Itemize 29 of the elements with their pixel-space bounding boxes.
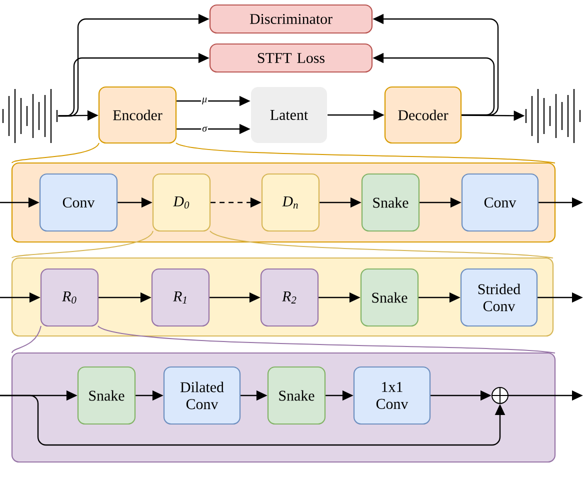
- residual-box: R$_{1}$: [151, 268, 210, 327]
- conv-box: 1x1 Conv: [353, 366, 431, 425]
- conv-box: Conv: [39, 173, 118, 232]
- decoder-box: Decoder: [384, 86, 462, 144]
- conv-box: Strided Conv: [460, 268, 538, 327]
- loss-box: STFT Loss: [209, 43, 373, 73]
- encoder-box: Encoder: [98, 86, 177, 144]
- conv-box: Conv: [461, 173, 539, 232]
- connector-line: [98, 326, 556, 354]
- snake-box: Snake: [77, 366, 136, 425]
- connector-line: [12, 230, 154, 258]
- connector-line: [210, 230, 554, 258]
- conv-box: Dilated Conv: [163, 366, 241, 425]
- block-box: D$_{0}$: [152, 173, 211, 232]
- sum-circle: [492, 387, 508, 404]
- snake-box: Snake: [360, 268, 419, 327]
- connector-line: [176, 142, 556, 164]
- waveform-drawing: [525, 89, 581, 143]
- snake-box: Snake: [267, 366, 326, 425]
- latent-box: Latent: [251, 87, 327, 143]
- block-box: D$_{n}$: [261, 173, 320, 232]
- snake-box: Snake: [361, 173, 420, 232]
- loss-box: Discriminator: [209, 4, 373, 34]
- connector-line: [12, 142, 100, 164]
- residual-box: R$_{2}$: [260, 268, 319, 327]
- residual-box: R$_{0}$: [40, 268, 99, 327]
- waveform-drawing: [2, 89, 58, 143]
- edge-label: μ: [201, 96, 208, 106]
- edge-label: σ: [201, 125, 208, 133]
